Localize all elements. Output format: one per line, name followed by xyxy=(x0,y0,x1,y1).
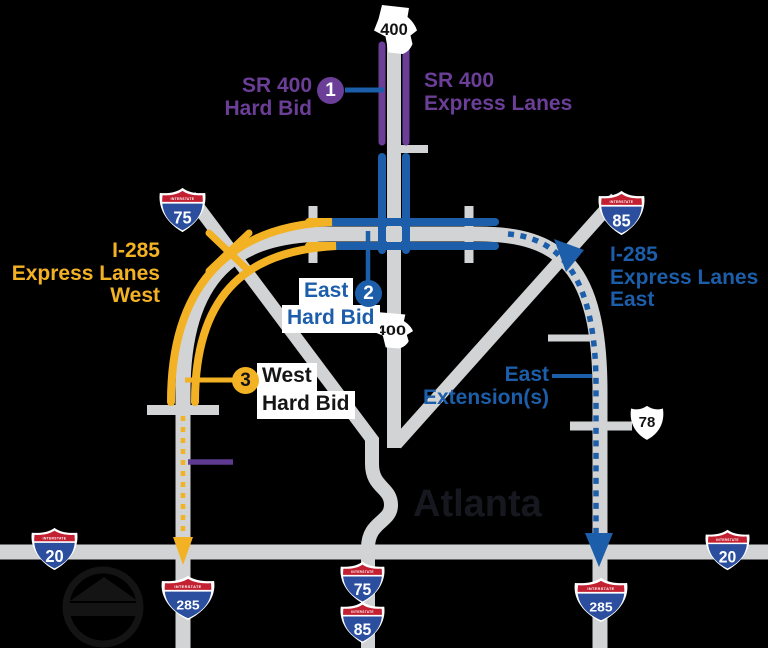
lane-crossover-b xyxy=(205,229,253,275)
label-i285-express-lanes-west: I-285 Express Lanes West xyxy=(11,239,160,308)
label-west-hard-bid-line2: Hard Bid xyxy=(257,391,355,419)
label-line: West xyxy=(110,284,160,307)
shield-i285-southeast: INTERSTATE 285 xyxy=(574,577,628,623)
label-line: Express Lanes xyxy=(11,261,160,285)
svg-text:INTERSTATE: INTERSTATE xyxy=(174,585,201,589)
shield-i285-southwest: INTERSTATE 285 xyxy=(161,575,215,621)
shield-i85-south: INTERSTATE 85 xyxy=(340,601,385,644)
svg-text:85: 85 xyxy=(354,621,372,640)
label-west-hard-bid-line1: West xyxy=(257,363,317,391)
shield-ga400-north: 400 xyxy=(374,5,417,54)
svg-text:85: 85 xyxy=(612,210,631,231)
east-arrowhead-south xyxy=(585,533,613,567)
shield-us78: 78 xyxy=(630,405,664,440)
svg-text:285: 285 xyxy=(176,598,200,613)
label-east-extension: East Extension(s) xyxy=(422,363,549,409)
label-sr400-hard-bid: SR 400 Hard Bid xyxy=(224,74,312,120)
label-line: I-285 xyxy=(610,243,658,266)
svg-text:75: 75 xyxy=(173,207,192,228)
svg-text:INTERSTATE: INTERSTATE xyxy=(351,570,374,574)
shield-i75-south: INTERSTATE 75 xyxy=(340,561,385,604)
marker-3: 3 xyxy=(232,367,259,394)
svg-text:INTERSTATE: INTERSTATE xyxy=(43,536,67,540)
label-line: Express Lanes xyxy=(424,91,573,115)
connector-road xyxy=(361,438,399,648)
label-line: Hard Bid xyxy=(224,96,312,120)
svg-text:400: 400 xyxy=(380,21,408,39)
atlanta-watermark: Atlanta xyxy=(413,483,542,525)
shield-ga400-mid: 400 xyxy=(371,312,413,349)
label-i285-express-lanes-east: I-285 Express Lanes East xyxy=(610,243,759,312)
logo-mark xyxy=(62,566,144,648)
label-line: SR 400 xyxy=(424,69,495,92)
svg-text:INTERSTATE: INTERSTATE xyxy=(587,587,614,591)
label-east-hard-bid-line2: Hard Bid xyxy=(282,305,380,333)
i285-west-lane-inner xyxy=(191,242,337,406)
svg-text:78: 78 xyxy=(639,415,656,431)
marker-1: 1 xyxy=(317,77,344,104)
west-arrowhead xyxy=(173,537,193,565)
shield-i20-east: INTERSTATE 20 xyxy=(705,529,750,571)
shield-i20-west: INTERSTATE 20 xyxy=(31,527,78,571)
svg-text:400: 400 xyxy=(376,323,406,339)
svg-text:INTERSTATE: INTERSTATE xyxy=(716,538,739,542)
svg-text:75: 75 xyxy=(354,581,372,600)
label-sr400-express-lanes: SR 400 Express Lanes xyxy=(424,69,573,115)
label-line: SR 400 xyxy=(241,74,312,97)
svg-text:20: 20 xyxy=(719,548,737,566)
label-east-hard-bid-line1: East xyxy=(299,278,354,306)
label-line: East xyxy=(504,363,549,386)
label-line: I-285 xyxy=(112,239,160,262)
svg-text:INTERSTATE: INTERSTATE xyxy=(171,197,195,201)
svg-text:285: 285 xyxy=(589,600,613,615)
shield-i85-north: INTERSTATE 85 xyxy=(598,190,645,236)
svg-text:20: 20 xyxy=(45,547,63,566)
label-line: Express Lanes xyxy=(610,265,759,289)
east-arrowhead-curve xyxy=(554,239,584,272)
svg-text:INTERSTATE: INTERSTATE xyxy=(351,610,374,614)
label-line: Extension(s) xyxy=(422,385,549,409)
marker-2: 2 xyxy=(355,280,382,307)
svg-text:INTERSTATE: INTERSTATE xyxy=(610,200,634,204)
label-line: East xyxy=(610,288,655,311)
east-extension-dotted xyxy=(507,231,599,533)
i85-diagonal-road xyxy=(391,193,621,449)
shield-i75-north: INTERSTATE 75 xyxy=(159,187,206,233)
